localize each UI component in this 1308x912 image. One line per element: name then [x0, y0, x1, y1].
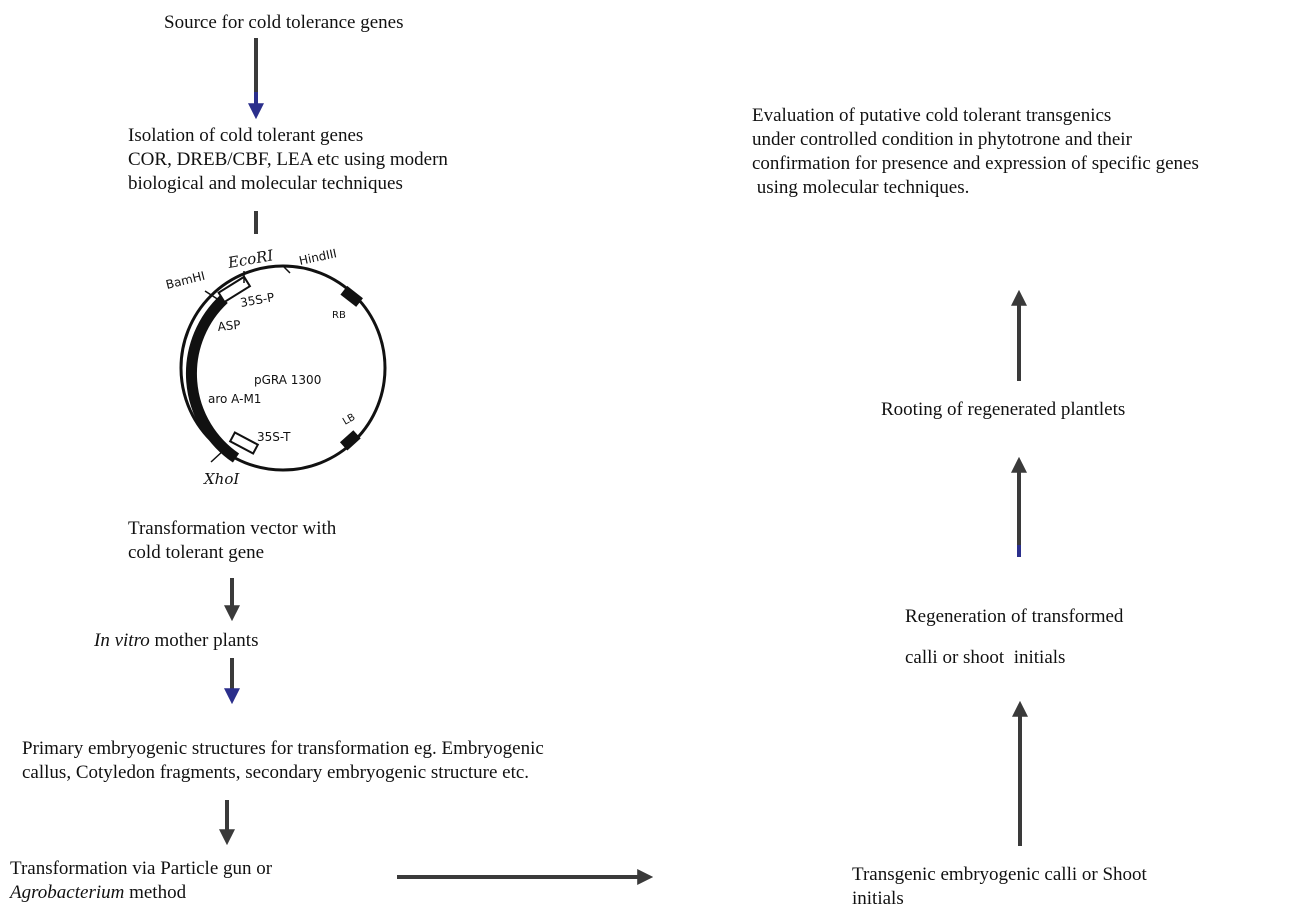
evaluation-label: Evaluation of putative cold tolerant tra… [752, 104, 1199, 200]
transformation-label: Transformation via Particle gun or Agrob… [10, 857, 272, 905]
lb-box [339, 430, 361, 451]
regeneration-label-line1: Regeneration of transformed [905, 606, 1124, 627]
bamhi-tick [204, 290, 223, 303]
source-label: Source for cold tolerance genes [164, 12, 404, 33]
vector-line: cold tolerant gene [128, 542, 265, 563]
evaluation-line: Evaluation of putative cold tolerant tra… [752, 105, 1112, 126]
xhoi-label: XhoI [203, 470, 240, 488]
xhoi-tick [210, 449, 225, 463]
plasmid-name-label: pGRA 1300 [254, 373, 321, 387]
rooting-label: Rooting of regenerated plantlets [881, 399, 1126, 420]
promoter-box [217, 275, 252, 304]
promoter-label: 35S-P [239, 290, 275, 310]
aroa-gene-arc [185, 294, 240, 463]
isolation-label: Isolation of cold tolerant genes COR, DR… [128, 124, 448, 196]
transformation-rest: method [124, 882, 187, 903]
isolation-line: Isolation of cold tolerant genes [128, 125, 364, 146]
primary-structures-label: Primary embryogenic structures for trans… [22, 737, 544, 785]
mother-plants-rest: mother plants [149, 630, 259, 651]
hindiii-label: HindIII [298, 246, 338, 268]
vector-line: Transformation vector with [128, 518, 337, 539]
isolation-line: COR, DREB/CBF, LEA etc using modern [128, 149, 448, 170]
primary-line: Primary embryogenic structures for trans… [22, 738, 544, 759]
aroa-label: aro A-M1 [208, 392, 261, 406]
transformation-line: Agrobacterium method [10, 881, 272, 905]
evaluation-line: using molecular techniques. [752, 177, 970, 198]
mother-plants-italic: In vitro [94, 630, 150, 651]
transformation-line: Transformation via Particle gun or [10, 858, 273, 879]
bamhi-label: BamHI [164, 269, 206, 292]
primary-line: callus, Cotyledon fragments, secondary e… [22, 762, 530, 783]
vector-label: Transformation vector with cold tolerant… [128, 517, 336, 565]
evaluation-line: under controlled condition in phytotrone… [752, 129, 1132, 150]
lb-label: LB [341, 412, 357, 428]
rb-box [340, 285, 363, 307]
transformation-italic: Agrobacterium [10, 882, 125, 903]
isolation-line: biological and molecular techniques [128, 173, 403, 194]
evaluation-line: confirmation for presence and expression… [752, 153, 1199, 174]
plasmid-map: BamHI EcoRI HindIII 35S-P ASP RB pGRA 13… [164, 246, 387, 488]
transgenic-line: initials [852, 888, 904, 909]
terminator-box [228, 431, 260, 455]
hindiii-tick [282, 265, 291, 274]
transgenic-label: Transgenic embryogenic calli or Shoot in… [852, 863, 1147, 911]
asp-label: ASP [217, 318, 241, 334]
mother-plants-label: In vitro mother plants [94, 629, 258, 653]
terminator-label: 35S-T [257, 430, 291, 444]
rb-label: RB [332, 310, 346, 321]
transgenic-line: Transgenic embryogenic calli or Shoot [852, 864, 1147, 885]
regeneration-label-line2: calli or shoot initials [905, 647, 1066, 668]
